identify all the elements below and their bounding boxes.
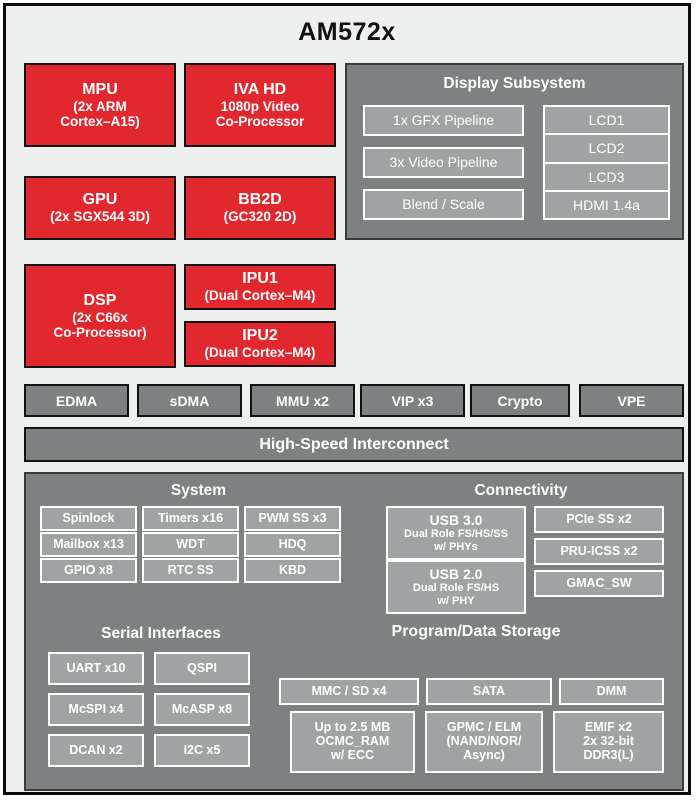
connectivity-title: Connectivity: [474, 482, 568, 499]
system-item-kbd[interactable]: KBD: [244, 558, 341, 583]
core-block-ipu2[interactable]: IPU2 (Dual Cortex–M4): [184, 321, 336, 367]
core-name: IVA HD: [233, 80, 287, 98]
ocmc-line: Up to 2.5 MB: [314, 720, 391, 735]
core-detail: (Dual Cortex–M4): [204, 345, 316, 361]
core-detail: Co-Processor: [215, 113, 305, 129]
serial-interfaces-title: Serial Interfaces: [101, 625, 221, 642]
serial-item-dcan[interactable]: DCAN x2: [48, 734, 144, 767]
page-title: AM572x: [298, 18, 396, 46]
peripheral-edma[interactable]: EDMA: [24, 384, 129, 417]
usb2-name: USB 2.0: [429, 566, 483, 583]
core-name: MPU: [82, 80, 118, 98]
display-output-lcd3[interactable]: LCD3: [545, 164, 668, 192]
core-detail: (2x ARM: [73, 98, 127, 114]
core-block-gpu[interactable]: GPU (2x SGX544 3D): [24, 176, 176, 240]
core-name: DSP: [83, 291, 117, 309]
ocmc-line: OCMC_RAM: [315, 734, 390, 749]
peripheral-sdma[interactable]: sDMA: [137, 384, 242, 417]
system-item-spinlock[interactable]: Spinlock: [40, 506, 137, 531]
gpmc-line: Async): [463, 747, 505, 762]
serial-item-qspi[interactable]: QSPI: [154, 652, 250, 685]
storage-item-gpmc-elm[interactable]: GPMC / ELM (NAND/NOR/ Async): [425, 711, 543, 773]
gpmc-line: (NAND/NOR/: [446, 734, 522, 749]
connectivity-usb2[interactable]: USB 2.0 Dual Role FS/HS w/ PHY: [386, 560, 526, 614]
gpmc-line: GPMC / ELM: [446, 720, 522, 735]
core-detail: Co-Processor): [53, 324, 147, 340]
peripheral-vpe[interactable]: VPE: [579, 384, 684, 417]
display-subsystem-container: Display Subsystem 1x GFX Pipeline 3x Vid…: [345, 63, 684, 240]
system-item-pwm-ss[interactable]: PWM SS x3: [244, 506, 341, 531]
core-detail: (2x SGX544 3D): [50, 209, 150, 225]
storage-item-ocmc-ram[interactable]: Up to 2.5 MB OCMC_RAM w/ ECC: [290, 711, 415, 773]
core-detail: (2x C66x: [72, 309, 128, 325]
display-pipeline-gfx[interactable]: 1x GFX Pipeline: [363, 105, 524, 136]
usb3-detail: Dual Role FS/HS/SS: [404, 528, 508, 541]
core-name: IPU1: [242, 270, 278, 288]
core-block-mpu[interactable]: MPU (2x ARM Cortex–A15): [24, 63, 176, 147]
storage-title: Program/Data Storage: [391, 623, 561, 640]
peripheral-mmu[interactable]: MMU x2: [250, 384, 355, 417]
usb3-detail: w/ PHYs: [434, 541, 478, 554]
core-block-bb2d[interactable]: BB2D (GC320 2D): [184, 176, 336, 240]
core-detail: 1080p Video: [220, 98, 300, 114]
connectivity-usb3[interactable]: USB 3.0 Dual Role FS/HS/SS w/ PHYs: [386, 506, 526, 560]
system-item-timers[interactable]: Timers x16: [142, 506, 239, 531]
core-name: GPU: [82, 191, 118, 209]
core-detail: (Dual Cortex–M4): [204, 288, 316, 304]
ocmc-line: w/ ECC: [330, 747, 375, 762]
system-item-wdt[interactable]: WDT: [142, 532, 239, 557]
display-output-lcd1[interactable]: LCD1: [545, 107, 668, 136]
connectivity-pru-icss[interactable]: PRU-ICSS x2: [534, 538, 664, 565]
display-pipeline-video[interactable]: 3x Video Pipeline: [363, 147, 524, 178]
core-detail: Cortex–A15): [60, 113, 140, 129]
display-output-hdmi[interactable]: HDMI 1.4a: [573, 196, 640, 213]
system-item-rtc-ss[interactable]: RTC SS: [142, 558, 239, 583]
connectivity-pcie[interactable]: PCIe SS x2: [534, 506, 664, 533]
serial-item-uart[interactable]: UART x10: [48, 652, 144, 685]
storage-item-mmc-sd[interactable]: MMC / SD x4: [279, 678, 419, 705]
peripherals-container: System Spinlock Timers x16 PWM SS x3 Mai…: [24, 472, 684, 791]
core-detail: (GC320 2D): [223, 209, 297, 225]
high-speed-interconnect-bar[interactable]: High-Speed Interconnect: [24, 427, 684, 462]
storage-item-dmm[interactable]: DMM: [559, 678, 664, 705]
storage-item-emif[interactable]: EMIF x2 2x 32-bit DDR3(L): [553, 711, 664, 773]
display-output-group: LCD1 LCD2 LCD3 HDMI 1.4a: [543, 105, 670, 220]
core-name: BB2D: [238, 191, 282, 209]
display-output-lcd2[interactable]: LCD2: [545, 135, 668, 164]
storage-item-sata[interactable]: SATA: [426, 678, 552, 705]
usb2-detail: Dual Role FS/HS: [412, 582, 500, 595]
display-subsystem-title: Display Subsystem: [443, 75, 586, 92]
core-block-ipu1[interactable]: IPU1 (Dual Cortex–M4): [184, 264, 336, 310]
usb2-detail: w/ PHY: [437, 595, 475, 608]
emif-line: 2x 32-bit: [583, 734, 634, 749]
serial-item-i2c[interactable]: I2C x5: [154, 734, 250, 767]
core-block-dsp[interactable]: DSP (2x C66x Co-Processor): [24, 264, 176, 368]
system-item-mailbox[interactable]: Mailbox x13: [40, 532, 137, 557]
system-item-hdq[interactable]: HDQ: [244, 532, 341, 557]
serial-item-mcasp[interactable]: McASP x8: [154, 693, 250, 726]
system-item-gpio[interactable]: GPIO x8: [40, 558, 137, 583]
system-title: System: [170, 482, 227, 499]
usb3-name: USB 3.0: [429, 512, 483, 529]
emif-line: EMIF x2: [584, 720, 633, 735]
display-blend-scale[interactable]: Blend / Scale: [363, 189, 524, 220]
chip-diagram-frame: AM572x MPU (2x ARM Cortex–A15) IVA HD 10…: [3, 3, 691, 795]
core-block-iva-hd[interactable]: IVA HD 1080p Video Co-Processor: [184, 63, 336, 147]
serial-item-mcspi[interactable]: McSPI x4: [48, 693, 144, 726]
core-name: IPU2: [242, 327, 278, 345]
peripheral-crypto[interactable]: Crypto: [470, 384, 570, 417]
connectivity-gmac-sw[interactable]: GMAC_SW: [534, 570, 664, 597]
peripheral-vip[interactable]: VIP x3: [360, 384, 465, 417]
emif-line: DDR3(L): [583, 747, 634, 762]
